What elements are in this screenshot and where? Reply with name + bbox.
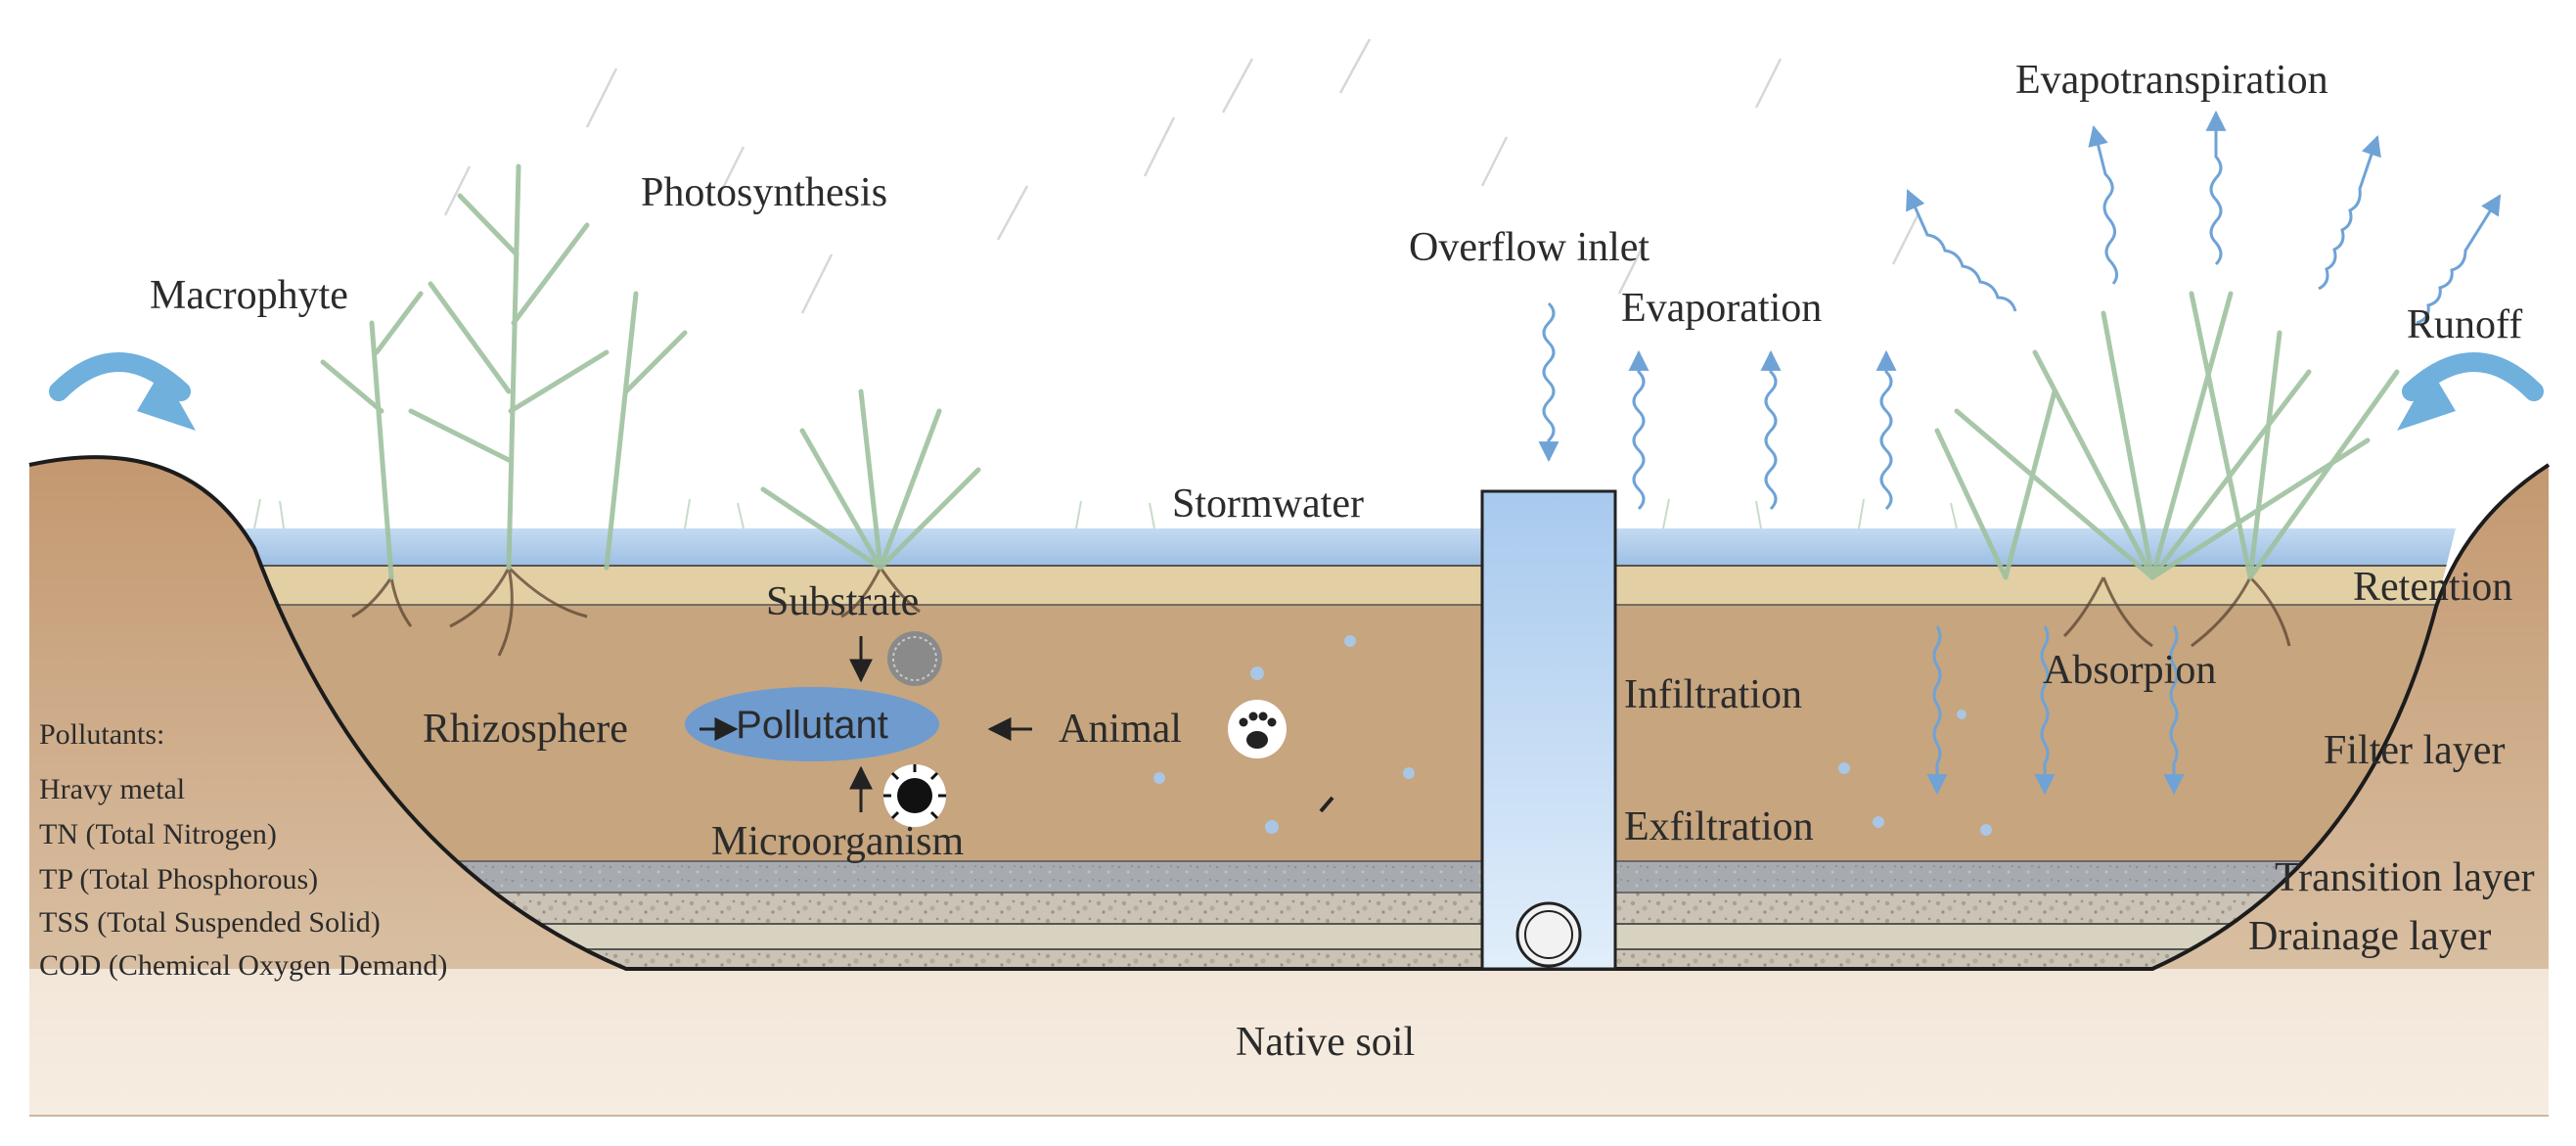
label-microorganism: Microorganism bbox=[711, 819, 965, 864]
pollutant-item: TP (Total Phosphorous) bbox=[39, 863, 318, 895]
label-retention: Retention bbox=[2353, 565, 2512, 610]
pollutants-list: Pollutants: Hravy metal TN (Total Nitrog… bbox=[39, 718, 447, 982]
macrophyte-plants bbox=[320, 163, 2400, 580]
water-droplets bbox=[1153, 635, 1992, 836]
label-transition-layer: Transition layer bbox=[2275, 855, 2535, 900]
label-stormwater: Stormwater bbox=[1172, 481, 1364, 527]
native-soil-layer bbox=[29, 457, 2549, 1116]
grass-fringe bbox=[253, 498, 1958, 529]
label-evaporation: Evaporation bbox=[1621, 286, 1822, 331]
overflow-arrow-icon bbox=[1538, 301, 1559, 463]
right-berm bbox=[2152, 465, 2549, 969]
basin-outline bbox=[28, 455, 2551, 971]
label-runoff: Runoff bbox=[2407, 302, 2522, 347]
substrate-icon bbox=[887, 631, 942, 686]
transition-layer bbox=[245, 861, 2456, 893]
label-overflow-inlet: Overflow inlet bbox=[1409, 225, 1650, 270]
drain-plank-left bbox=[429, 923, 1498, 950]
label-macrophyte: Macrophyte bbox=[150, 273, 348, 318]
pollutant-item: COD (Chemical Oxygen Demand) bbox=[39, 949, 447, 982]
pollutant-item: TSS (Total Suspended Solid) bbox=[39, 906, 381, 939]
overflow-inlet-pipe bbox=[1480, 489, 1617, 971]
label-infiltration: Infiltration bbox=[1624, 672, 1802, 717]
pollutant-item: Hravy metal bbox=[39, 773, 185, 805]
label-animal: Animal bbox=[1059, 707, 1182, 752]
label-native-soil: Native soil bbox=[1236, 1020, 1415, 1065]
pollutant-item: TN (Total Nitrogen) bbox=[39, 818, 277, 850]
evapotranspiration-arrows bbox=[1906, 110, 2502, 325]
evaporation-arrows bbox=[1628, 349, 1897, 511]
label-pollutant: Pollutant bbox=[736, 704, 888, 747]
label-evapotranspiration: Evapotranspiration bbox=[2015, 58, 2328, 103]
label-exfiltration: Exfiltration bbox=[1624, 804, 1814, 849]
animal-paw-icon bbox=[1228, 700, 1287, 758]
label-drainage-layer: Drainage layer bbox=[2248, 914, 2491, 959]
drain-pipe bbox=[1515, 901, 1582, 968]
label-rhizosphere: Rhizosphere bbox=[423, 707, 628, 752]
label-substrate: Substrate bbox=[766, 579, 919, 624]
infiltration-arrows bbox=[1926, 625, 2185, 796]
retention-layer bbox=[245, 566, 2456, 605]
pollutant-ellipse bbox=[685, 687, 939, 761]
label-filter-layer: Filter layer bbox=[2324, 728, 2505, 773]
filter-layer bbox=[245, 605, 2456, 861]
plant-roots bbox=[351, 566, 2291, 657]
left-berm bbox=[29, 457, 626, 969]
label-absorpion: Absorpion bbox=[2043, 648, 2216, 693]
process-arrows bbox=[700, 636, 1032, 812]
rain-streaks bbox=[443, 38, 1920, 314]
stormwater-layer bbox=[245, 528, 2456, 566]
pollutants-heading: Pollutants: bbox=[39, 718, 164, 751]
label-photosynthesis: Photosynthesis bbox=[641, 170, 887, 215]
